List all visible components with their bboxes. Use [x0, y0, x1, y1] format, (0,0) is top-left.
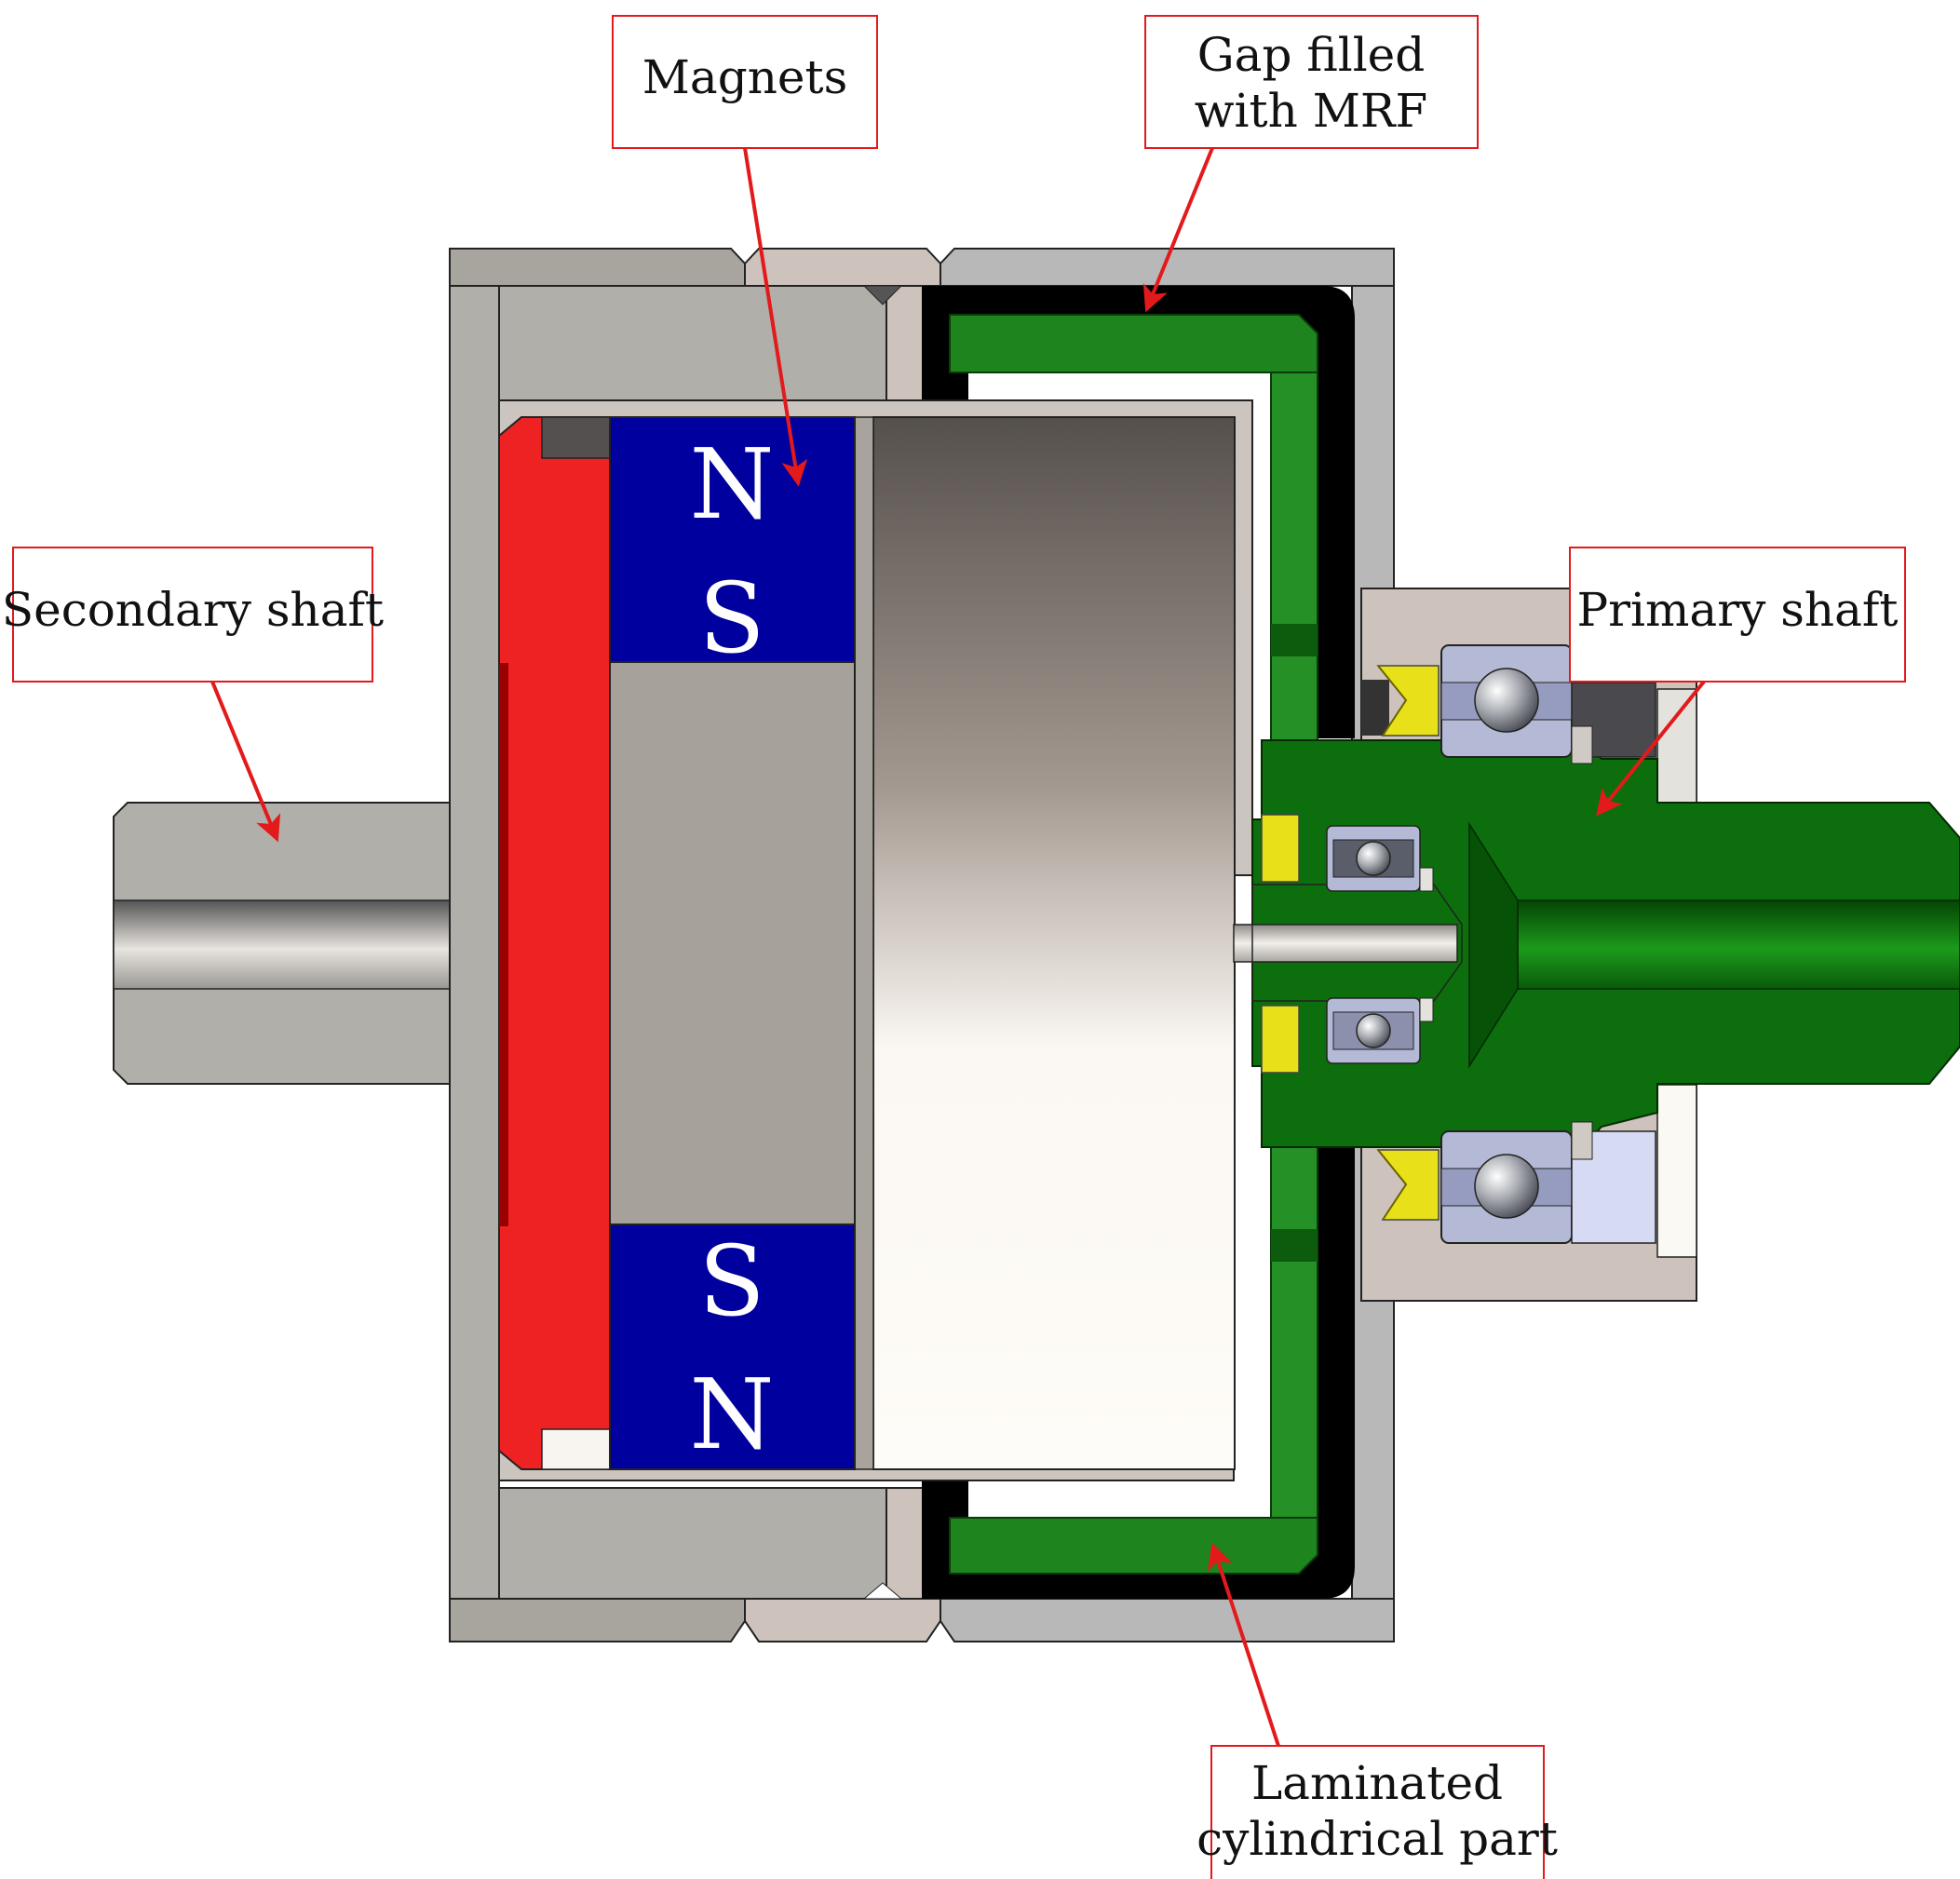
- bearing-lower-small: [1326, 997, 1434, 1064]
- pole-label-top-n: N: [690, 427, 775, 541]
- seal-upper-inner: [1261, 814, 1300, 883]
- label-gap-line1: Gap filled: [1197, 28, 1426, 82]
- callout-primary-shaft: Primary shaft: [1569, 547, 1906, 817]
- seal-lower-inner: [1261, 1005, 1300, 1074]
- label-gap-line2: with MRF: [1195, 84, 1428, 138]
- pole-label-bottom-s: S: [698, 1224, 764, 1338]
- housing-shell: [449, 248, 1395, 1642]
- label-secondary-shaft: Secondary shaft: [2, 583, 384, 637]
- secondary-shaft: [113, 802, 453, 1085]
- callout-laminated-part: Laminated cylindrical part: [1196, 1542, 1558, 1879]
- laminated-cylindrical-part: [949, 314, 1318, 1575]
- label-laminated-line2: cylindrical part: [1196, 1812, 1558, 1866]
- label-magnets: Magnets: [642, 50, 848, 104]
- seal-lower-outer: [1376, 1149, 1440, 1221]
- backplate: [498, 416, 611, 1470]
- pole-label-top-s: S: [698, 561, 764, 675]
- callout-secondary-shaft: Secondary shaft: [2, 547, 384, 843]
- pole-label-bottom-n: N: [690, 1358, 775, 1471]
- magnet-bottom: S N: [609, 1223, 856, 1471]
- label-primary-shaft: Primary shaft: [1576, 583, 1898, 637]
- label-laminated-line1: Laminated: [1251, 1756, 1503, 1810]
- magnet-top: N S: [609, 416, 856, 675]
- callout-mrf-gap: Gap filled with MRF: [1142, 15, 1479, 313]
- seal-upper-outer: [1376, 665, 1440, 737]
- primary-shaft: [1251, 739, 1960, 1148]
- callout-magnets: Magnets: [612, 15, 878, 487]
- center-pin: [1233, 924, 1458, 963]
- bearing-upper-large: [1440, 644, 1656, 764]
- pin-hub: [1251, 884, 1463, 1002]
- bearing-lower-large: [1440, 1121, 1656, 1244]
- bearing-upper-small: [1326, 825, 1434, 892]
